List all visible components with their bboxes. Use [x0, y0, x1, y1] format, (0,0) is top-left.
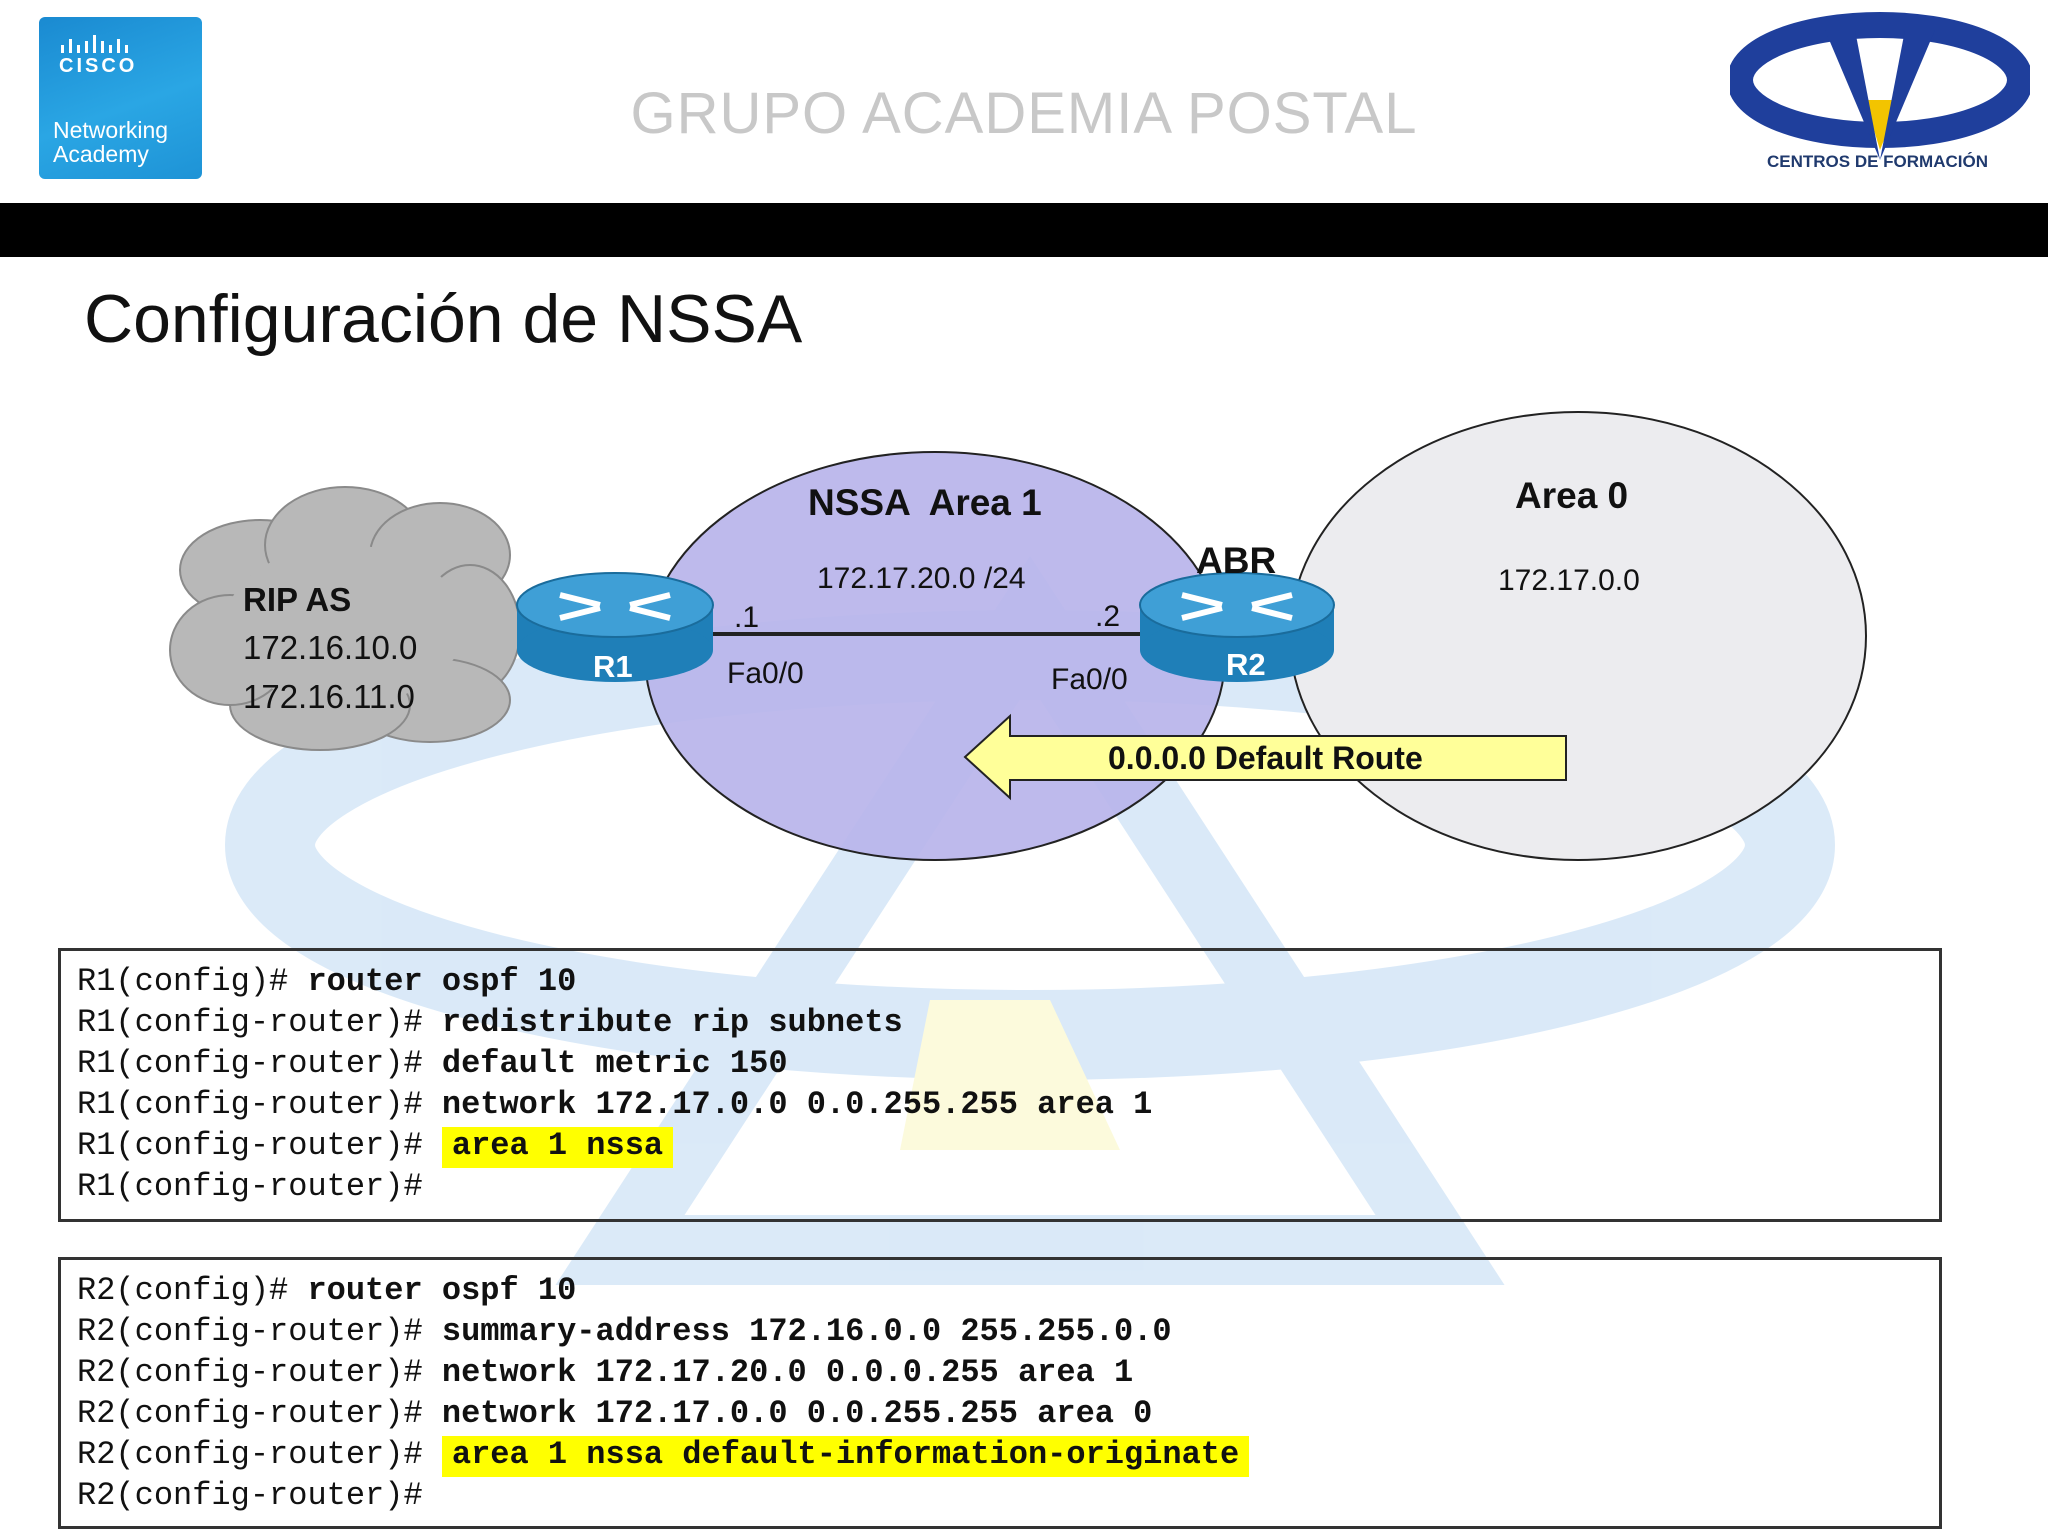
code-prompt: R1(config-router)#: [77, 1045, 423, 1082]
cisco-networking-academy-logo: CISCO Networking Academy: [39, 17, 202, 179]
cisco-logo-line1: Networking: [53, 117, 169, 143]
router-r2-icon: [1139, 572, 1335, 682]
abr-label: ABR: [1196, 540, 1276, 581]
academia-postal-logo: [1730, 12, 2030, 160]
code-line: R1(config-router)# area 1 nssa: [77, 1125, 1923, 1168]
cisco-wordmark: CISCO: [59, 55, 138, 77]
code-command: router ospf 10: [307, 1272, 577, 1309]
r1-ip-suffix: .1: [734, 601, 759, 634]
code-line: R1(config-router)# default metric 150: [77, 1043, 1923, 1084]
code-command: summary-address 172.16.0.0 255.255.0.0: [441, 1313, 1172, 1350]
code-command-highlighted: area 1 nssa: [441, 1127, 674, 1168]
area0-network: 172.17.0.0: [1498, 564, 1640, 597]
code-line: R1(config-router)# redistribute rip subn…: [77, 1002, 1923, 1043]
code-prompt: R2(config-router)#: [77, 1313, 423, 1350]
code-command: network 172.17.20.0 0.0.0.255 area 1: [441, 1354, 1134, 1391]
code-line: R1(config-router)# network 172.17.0.0 0.…: [77, 1084, 1923, 1125]
code-prompt: R1(config)#: [77, 963, 289, 1000]
header-title: GRUPO ACADEMIA POSTAL: [630, 81, 1418, 146]
default-route-label: 0.0.0.0 Default Route: [1108, 740, 1423, 776]
r1-config-block: R1(config)# router ospf 10 R1(config-rou…: [58, 948, 1942, 1222]
default-route-arrow: [963, 713, 1567, 801]
r2-ip-suffix: .2: [1095, 600, 1120, 633]
code-command: default metric 150: [441, 1045, 788, 1082]
header-band: [0, 203, 2048, 257]
code-command: router ospf 10: [307, 963, 577, 1000]
rip-network-1: 172.16.10.0: [243, 629, 417, 666]
code-prompt: R1(config-router)#: [77, 1004, 423, 1041]
code-command-highlighted: area 1 nssa default-information-originat…: [441, 1436, 1250, 1477]
code-line: R2(config-router)# area 1 nssa default-i…: [77, 1434, 1923, 1477]
code-command: network 172.17.0.0 0.0.255.255 area 1: [441, 1086, 1153, 1123]
router-r1-icon: [516, 572, 714, 682]
cisco-logo-line2: Academy: [53, 141, 149, 167]
r2-config-block: R2(config)# router ospf 10 R2(config-rou…: [58, 1257, 1942, 1529]
r1-name: R1: [593, 649, 633, 684]
code-prompt: R1(config-router)#: [77, 1127, 423, 1164]
area0-title: Area 0: [1515, 475, 1628, 516]
code-prompt: R2(config-router)#: [77, 1477, 423, 1514]
r2-interface: Fa0/0: [1051, 663, 1128, 696]
code-line: R1(config-router)#: [77, 1166, 1923, 1207]
code-line: R2(config-router)#: [77, 1475, 1923, 1516]
rip-as-title: RIP AS: [243, 581, 351, 618]
nssa-area-title: NSSA Area 1: [808, 482, 1042, 523]
code-prompt: R1(config-router)#: [77, 1168, 423, 1205]
code-command: network 172.17.0.0 0.0.255.255 area 0: [441, 1395, 1153, 1432]
code-prompt: R2(config-router)#: [77, 1436, 423, 1473]
code-prompt: R1(config-router)#: [77, 1086, 423, 1123]
code-line: R2(config-router)# summary-address 172.1…: [77, 1311, 1923, 1352]
r1-interface: Fa0/0: [727, 657, 804, 690]
code-prompt: R2(config-router)#: [77, 1395, 423, 1432]
code-command: redistribute rip subnets: [441, 1004, 903, 1041]
code-line: R1(config)# router ospf 10: [77, 961, 1923, 1002]
code-line: R2(config-router)# network 172.17.20.0 0…: [77, 1352, 1923, 1393]
r2-name: R2: [1226, 647, 1266, 682]
academia-postal-caption: CENTROS DE FORMACIÓN: [1767, 152, 1988, 171]
rip-network-2: 172.16.11.0: [243, 678, 415, 715]
code-line: R2(config-router)# network 172.17.0.0 0.…: [77, 1393, 1923, 1434]
slide-title: Configuración de NSSA: [84, 281, 803, 357]
code-prompt: R2(config-router)#: [77, 1354, 423, 1391]
rip-cloud: [169, 486, 521, 751]
code-line: R2(config)# router ospf 10: [77, 1270, 1923, 1311]
code-prompt: R2(config)#: [77, 1272, 289, 1309]
nssa-area-network: 172.17.20.0 /24: [817, 562, 1026, 595]
cisco-bars-icon: [61, 35, 128, 53]
